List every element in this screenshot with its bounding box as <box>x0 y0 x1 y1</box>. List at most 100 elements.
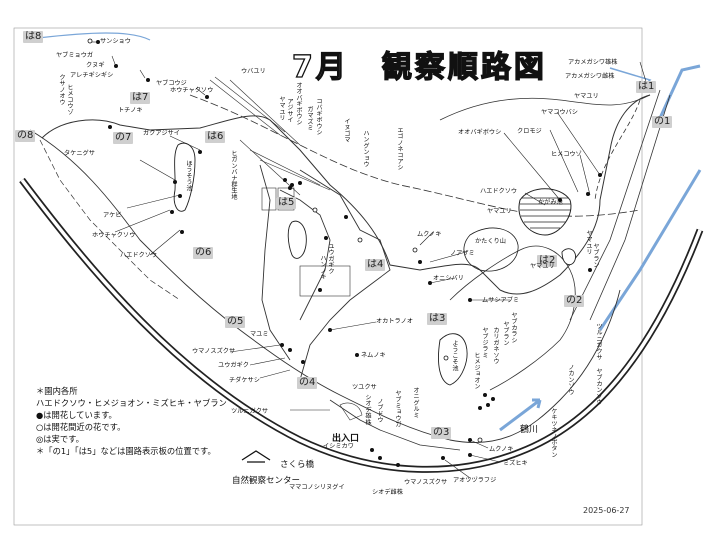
plant-label: ウマノスズクサ <box>192 348 236 355</box>
plant-label-vertical: ハンノキ <box>319 255 326 280</box>
sign-no5: の5 <box>225 316 246 328</box>
river-top-left <box>37 32 151 41</box>
plant-label: アカメガシワ雌株 <box>565 73 615 80</box>
sign-no7: の7 <box>113 132 134 144</box>
plant-label: オオバギボウシ <box>458 129 502 136</box>
pond-hatched <box>518 188 572 236</box>
sign-ha7: は7 <box>130 92 151 104</box>
plant-label-vertical: ヤマユリ <box>585 230 592 255</box>
river-right-3 <box>594 99 641 201</box>
sign-ha5: は5 <box>276 197 297 209</box>
legend-line: ＊「の1」「は5」などは園路表示板の位置です。 <box>36 446 216 456</box>
plant-label: ツルニガクサ <box>231 408 269 415</box>
plant-label: チダケサシ <box>229 377 260 384</box>
plant-label-vertical: ヤマユリ <box>278 96 285 121</box>
path-top-2 <box>439 94 651 121</box>
entrance-label: 出入口 <box>332 434 360 444</box>
katakuri-hill <box>463 227 519 272</box>
legend-line: ●は開花しています。 <box>36 410 117 420</box>
plant-label-vertical: ヒガンバナ群生地 <box>230 150 237 200</box>
plant-label: オカトラノオ <box>376 318 414 325</box>
plant-label: イシミカワ <box>323 443 354 450</box>
sign-no1: の1 <box>652 116 673 128</box>
sign-no6: の6 <box>193 247 214 259</box>
sign-no4: の4 <box>297 377 318 389</box>
plant-label-vertical: オオバギボウシ <box>295 82 302 126</box>
plant-label-vertical: ノカンゾウ <box>567 364 574 395</box>
sign-ha1: は1 <box>636 81 657 93</box>
plant-label: サンショウ <box>100 38 131 45</box>
house-icon <box>241 450 271 463</box>
plant-label-vertical: ヒメジョオン <box>473 352 480 390</box>
river-right-2 <box>589 94 671 321</box>
plant-label-vertical: ヤブジラミ <box>481 327 488 358</box>
arrow-icon <box>499 398 542 432</box>
plant-label-vertical: コバギボウシ <box>315 98 322 136</box>
sign-ha2: は2 <box>537 255 558 267</box>
plant-label: アケビ <box>103 212 122 219</box>
plant-label-vertical: ツルニガクサ <box>595 323 602 361</box>
sign-ha8: は8 <box>23 31 44 43</box>
plant-label-vertical: ヤブカラシ <box>510 312 517 343</box>
plant-label: ムサシアブミ <box>482 297 520 304</box>
plant-label: クロモジ <box>517 128 542 135</box>
plant-label: ノアザミ <box>450 250 475 257</box>
plant-label: ママコノシリヌグイ <box>289 484 345 491</box>
flower-markers <box>96 40 602 467</box>
plant-label-vertical: ヤブラン <box>592 243 599 268</box>
map-frame <box>13 27 643 526</box>
path-mid <box>299 169 391 381</box>
plant-label: タケニグサ <box>64 150 95 157</box>
path-left-branch <box>39 139 181 301</box>
plant-label-vertical: ノブドウ <box>376 398 383 423</box>
legend: ＊園内各所 ハエドクソウ・ヒメジョオン・ミズヒキ・ヤブラン ●は開花しています。… <box>36 385 227 457</box>
plant-label-vertical: オニグルミ <box>412 387 419 418</box>
plant-label: ヤブコウジ <box>156 80 187 87</box>
legend-line: ハエドクソウ・ヒメジョオン・ミズヒキ・ヤブラン <box>36 398 227 408</box>
pond-hatch-lines <box>520 197 571 229</box>
legend-line: ＊園内各所 <box>36 386 78 396</box>
date-stamp: 2025-06-27 <box>583 506 630 515</box>
plant-label: ムクノキ <box>417 231 442 238</box>
plant-label: ホウチャクソウ <box>170 87 214 94</box>
park-boundary <box>41 94 651 295</box>
pond-mid <box>287 220 307 259</box>
plant-label-vertical: シオデ雄株 <box>364 394 371 425</box>
plant-label: ハエドクソウ <box>120 252 158 259</box>
leader-lines <box>92 41 649 479</box>
plant-label: かたくり山 <box>475 238 506 245</box>
river-label: 鶴川 <box>520 425 539 435</box>
plant-label: ヤマユリ <box>487 208 512 215</box>
plant-label-vertical: ようこそ池 <box>451 340 458 371</box>
plant-label-vertical: ヒメコウゾ <box>66 84 73 115</box>
plant-label: オニシバリ <box>433 275 464 282</box>
plant-label-vertical: ケキツネノボタン <box>550 408 557 458</box>
plant-label: アレチギシギシ <box>70 72 114 79</box>
plant-label-vertical: ヤブミョウガ <box>394 390 401 428</box>
plant-label-vertical: ヤブカンゾウ <box>595 368 602 406</box>
plant-label: ウバユリ <box>241 68 266 75</box>
plant-label-vertical: イヌゴマ <box>343 118 350 143</box>
plant-label: ネムノキ <box>361 352 386 359</box>
plant-label-vertical: ユウガギク <box>327 243 334 274</box>
plant-label-vertical: アジサイ <box>286 98 293 123</box>
plant-label: ヤマユリ <box>574 93 599 100</box>
sign-ha6: は6 <box>205 131 226 143</box>
sign-no2: の2 <box>564 295 585 307</box>
plant-label: クヌギ <box>86 62 105 69</box>
plant-label-vertical: ガマズミ <box>306 106 313 131</box>
path-mid-3 <box>279 189 331 321</box>
bud-markers <box>87 38 483 443</box>
pond-yokoso <box>438 333 468 386</box>
plant-label: ヤマユリ <box>530 263 555 270</box>
park-outline-lower <box>29 129 621 444</box>
path-mid-2 <box>259 164 291 361</box>
sign-ha4: は4 <box>365 259 386 271</box>
sign-no8: の8 <box>15 130 36 142</box>
path-lower <box>329 399 461 451</box>
plant-label: マユミ <box>250 331 269 338</box>
sign-no3: の3 <box>431 427 452 439</box>
sakura-bridge-label: さくら橋 <box>280 460 315 470</box>
